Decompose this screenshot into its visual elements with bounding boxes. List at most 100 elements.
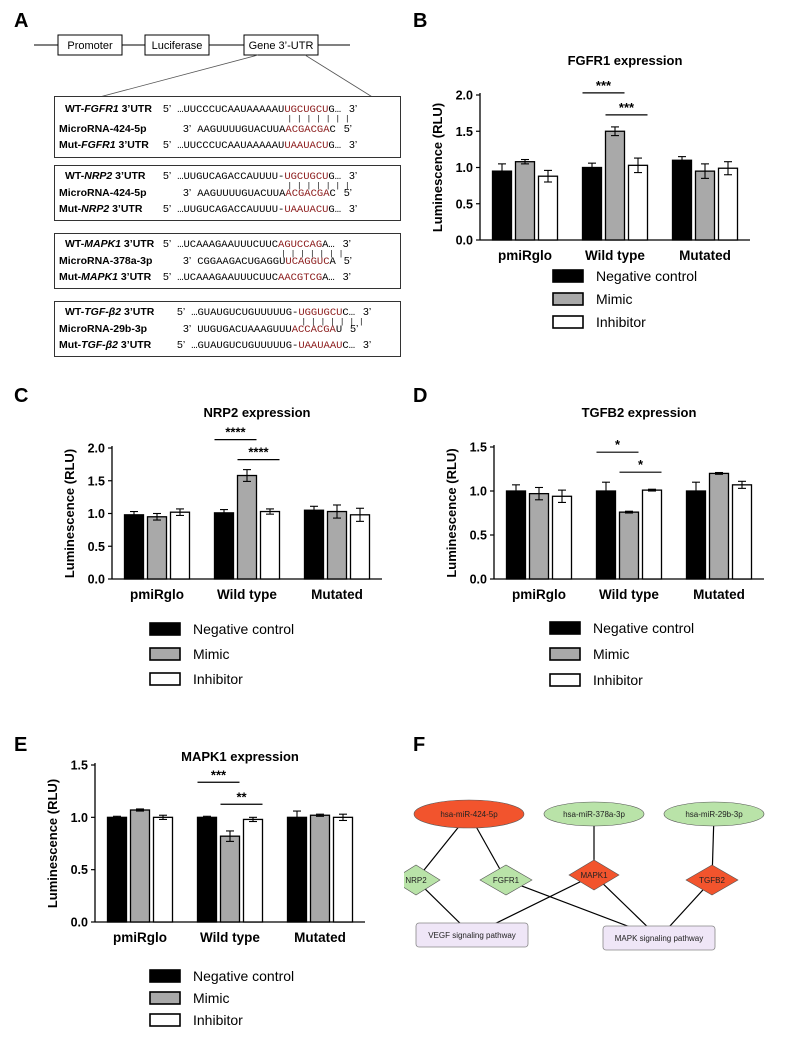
bar: [309, 814, 331, 923]
legend-label: Negative control: [193, 621, 294, 637]
bar: [627, 164, 649, 241]
legend-label: Negative control: [593, 620, 694, 636]
panel-label-d: D: [413, 385, 428, 407]
sequence-row: 5’…UUCCCUCAAUAAAAAUUGCUGCUG…3’: [163, 103, 357, 116]
y-tick-label: 0.0: [456, 234, 473, 248]
sequence-text: …UUCCCUCAAUAAAAAU: [177, 140, 285, 152]
y-tick-label: 1.0: [470, 485, 487, 499]
significance-label: *: [615, 437, 621, 452]
label-prefix: WT-: [65, 103, 85, 115]
sequence-row: 5’…GUAUGUCUGUUUUUG-UAAUAAUC…3’: [177, 339, 371, 352]
x-tick-label: Mutated: [311, 587, 363, 602]
network-node-label: hsa-miR-378a-3p: [563, 810, 625, 819]
mirna-node: [413, 799, 525, 829]
legend-swatch: [149, 969, 181, 983]
base-pair-bars: | | | | | | |: [287, 182, 350, 191]
bar: [236, 474, 258, 580]
network-node-label: MAPK1: [580, 871, 608, 880]
sequence-row: 5’…UCAAAGAAUUUCUUCAGUCCAGA…3’: [163, 238, 351, 251]
bar: [528, 492, 550, 580]
gene-node: [685, 864, 739, 896]
sequence-tail: G…: [328, 171, 342, 183]
label-gene: TGF-β2: [84, 306, 122, 318]
mirna-node: [663, 801, 765, 827]
legend-label: Inhibitor: [596, 314, 646, 330]
legend-label: Inhibitor: [193, 671, 243, 687]
significance-label: ****: [225, 425, 246, 440]
prime-5-label: 5’: [177, 339, 186, 351]
sequence-label: WT-NRP2 3’UTR: [65, 170, 146, 182]
y-axis-label: Luminescence (RLU): [45, 779, 60, 908]
legend-swatch: [549, 621, 581, 635]
prime-3-label: 5’: [350, 323, 359, 335]
y-tick-label: 0.5: [71, 863, 88, 877]
construct-diagram: Promoter Luciferase Gene 3’-UTR: [34, 34, 383, 104]
zoom-line-left: [76, 54, 259, 104]
sequence-row: 5’…UCAAAGAAUUUCUUCAACGTCGA…3’: [163, 271, 351, 284]
sequence-tail: G…: [328, 204, 342, 216]
legend-swatch: [149, 647, 181, 661]
prime-5-label: 5’: [163, 203, 172, 215]
prime-3-label: 3’: [349, 170, 358, 182]
prime-5-label: 5’: [163, 103, 172, 115]
bar: [618, 511, 640, 580]
bar: [169, 511, 191, 580]
seed-region: UCAGGUC: [285, 256, 330, 268]
label-suffix: MicroRNA-29b-3p: [59, 323, 148, 335]
sequence-row: 5’…UUGUCAGACCAUUUU-UGCUGCUG…3’: [163, 170, 357, 183]
label-prefix: Mut-: [59, 271, 82, 283]
label-prefix: Mut-: [59, 203, 82, 215]
y-tick-label: 0.5: [470, 529, 487, 543]
x-tick-label: Wild type: [217, 587, 277, 602]
prime-5-label: 5’: [163, 238, 172, 250]
sequence-text: …GUAUGUCUGUUUUUG-: [191, 340, 299, 352]
bar: [514, 161, 536, 241]
network-node-label: hsa-miR-29b-3p: [685, 810, 743, 819]
bar: [152, 816, 174, 923]
x-tick-label: Mutated: [294, 930, 346, 945]
legend-swatch: [149, 1013, 181, 1027]
y-tick-label: 0.5: [456, 197, 473, 211]
bar: [717, 167, 739, 241]
sequence-text: …GUAUGUCUGUUUUUG-: [191, 307, 299, 319]
sequence-tail: C…: [342, 307, 356, 319]
label-prefix: Mut-: [59, 339, 82, 351]
prime-5-label: 3’: [183, 255, 192, 267]
prime-3-label: 5’: [343, 187, 353, 199]
base-pair-bars: | | | | | | |: [287, 115, 350, 124]
bar: [242, 818, 264, 923]
legend-label: Inhibitor: [593, 672, 643, 688]
legend-label: Mimic: [593, 646, 630, 662]
legend-label: Mimic: [193, 646, 230, 662]
x-tick-label: pmiRglo: [113, 930, 167, 945]
y-tick-label: 0.5: [88, 540, 105, 554]
panel-label-b: B: [413, 10, 428, 32]
prime-3-label: 3’: [349, 139, 358, 151]
utr-box: [243, 34, 319, 56]
label-suffix: MicroRNA-378a-3p: [59, 255, 153, 267]
label-suffix: 3’UTR: [121, 306, 155, 318]
sequence-label: MicroRNA-424-5p: [59, 187, 147, 199]
y-tick-label: 1.5: [71, 759, 88, 773]
bar: [129, 809, 151, 923]
prime-5-label: 5’: [163, 170, 172, 182]
bar: [219, 835, 241, 923]
seed-region: AGUCCAG: [278, 239, 323, 251]
sequence-tail: A…: [322, 272, 335, 284]
sequence-text: …UCAAAGAAUUUCUUC: [177, 272, 279, 284]
chart-title: MAPK1 expression: [181, 749, 299, 764]
bar: [259, 510, 281, 580]
seed-region: UGCUGCU: [284, 104, 329, 116]
y-axis-label: Luminescence (RLU): [430, 103, 445, 232]
panel-label-e: E: [14, 734, 28, 756]
label-prefix: Mut-: [59, 139, 82, 151]
sequence-text: …UUGUCAGACCAUUUU-: [177, 171, 285, 183]
pathway-node: [415, 922, 529, 948]
label-gene: FGFR1: [81, 139, 116, 151]
